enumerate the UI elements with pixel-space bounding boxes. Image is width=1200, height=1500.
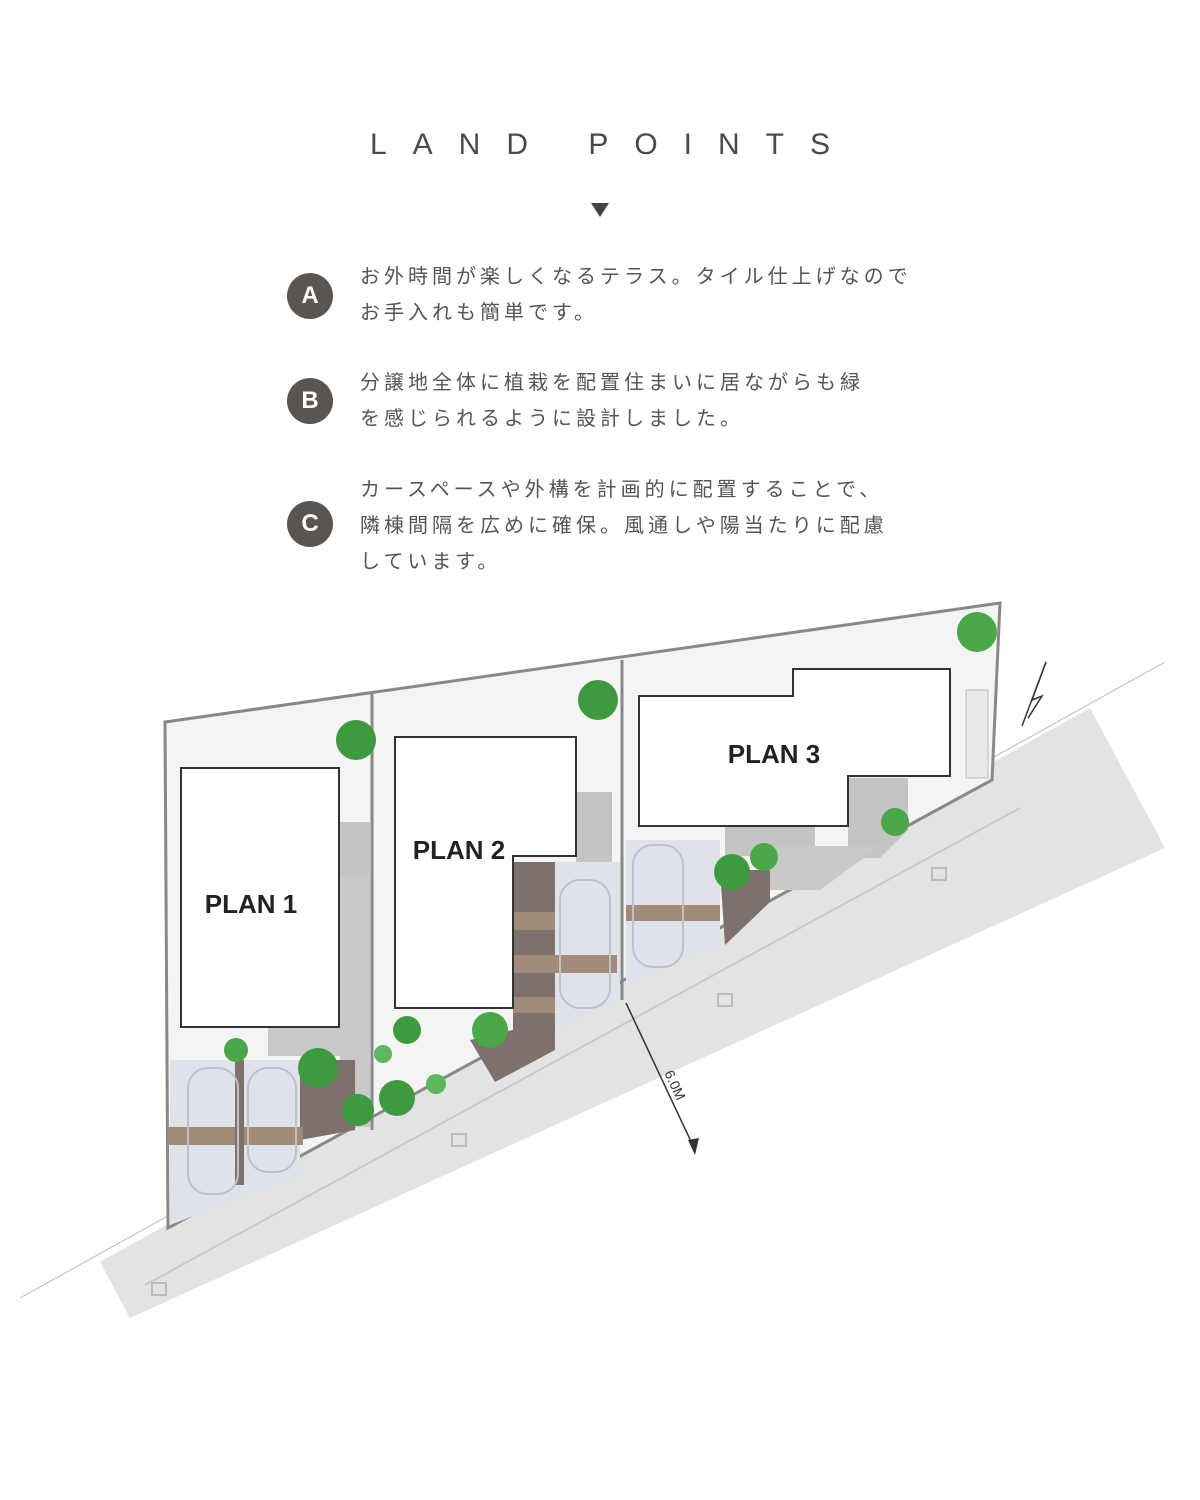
badge-a: A: [287, 273, 333, 319]
road-gutter-line: [144, 807, 1021, 1286]
tree-icon: [393, 1016, 421, 1044]
building-plan-1: [180, 767, 340, 1028]
dimension-arrow-icon: [688, 1138, 699, 1155]
plan-1-label: PLAN 1: [205, 889, 297, 919]
tree-icon: [578, 680, 618, 720]
point-a-line-1: お外時間が楽しくなるテラス。タイル仕上げなので: [360, 264, 912, 288]
building-plan-2: [394, 736, 577, 1009]
building-plan-3: [638, 668, 951, 827]
north-arrow-icon: [1021, 661, 1047, 727]
point-b-line-1: 分譲地全体に植栽を配置住まいに居ながらも緑: [360, 370, 864, 394]
tree-icon: [472, 1012, 508, 1048]
point-c-line-1: カースペースや外構を計画的に配置することで、: [360, 477, 884, 501]
point-a-text: お外時間が楽しくなるテラス。タイル仕上げなので お手入れも簡単です。: [360, 258, 960, 330]
plan-2-label: PLAN 2: [413, 835, 505, 865]
tree-icon: [750, 843, 778, 871]
tree-icon: [224, 1038, 248, 1062]
point-c-line-2: 隣棟間隔を広めに確保。風通しや陽当たりに配慮: [360, 513, 888, 537]
triangle-down-icon: [591, 203, 609, 217]
road-width-label: 6.0M: [661, 1068, 689, 1103]
badge-c: C: [287, 501, 333, 547]
site-plan: PLAN 1 PLAN 2 PLAN 3 6.0M: [19, 601, 1166, 1318]
tree-icon: [342, 1094, 374, 1126]
point-c-text: カースペースや外構を計画的に配置することで、 隣棟間隔を広めに確保。風通しや陽当…: [360, 471, 960, 579]
plan-3-label: PLAN 3: [728, 739, 820, 769]
tree-icon: [379, 1080, 415, 1116]
tree-icon: [336, 720, 376, 760]
point-b-text: 分譲地全体に植栽を配置住まいに居ながらも緑 を感じられるように設計しました。: [360, 364, 960, 436]
tree-icons: [224, 612, 997, 1126]
parking-spaces: [168, 840, 720, 1225]
point-a-line-2: お手入れも簡単です。: [360, 300, 598, 324]
point-b-line-2: を感じられるように設計しました。: [360, 406, 744, 430]
tree-icon: [957, 612, 997, 652]
point-c-line-3: しています。: [360, 549, 502, 573]
tree-icon: [298, 1048, 338, 1088]
road-width-dimension: [625, 1002, 696, 1151]
buildings: [180, 668, 951, 1028]
tree-icon: [714, 854, 750, 890]
page-title: LAND POINTS: [369, 128, 857, 161]
tree-icon: [374, 1045, 392, 1063]
badge-b: B: [287, 378, 333, 424]
tree-icon: [426, 1074, 446, 1094]
road-drains: [151, 867, 947, 1296]
tree-icon: [881, 808, 909, 836]
